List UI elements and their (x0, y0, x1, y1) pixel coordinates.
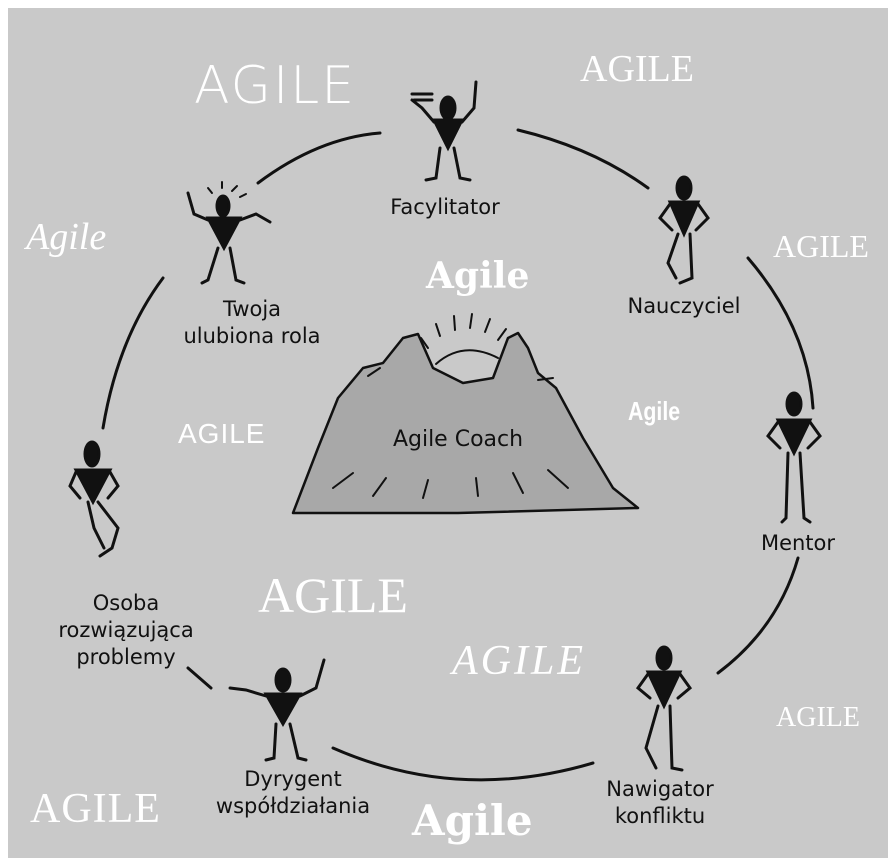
agile-word-left-small: AGILE (178, 418, 266, 449)
arc-bottom (331, 746, 595, 782)
role-line: Nawigator (606, 777, 714, 801)
figure-nawigator (635, 645, 693, 772)
figure-nauczyciel (658, 175, 710, 285)
role-line: Facylitator (390, 195, 500, 219)
agile-word-bottom-left: AGILE (30, 786, 161, 832)
figure-mentor (766, 391, 822, 524)
role-line: rozwiązująca (58, 618, 194, 642)
agile-coach-diagram: AGILE AGILE Agile AGILE Agile Agile AGIL… (8, 8, 888, 858)
role-label-twoja: Twoja ulubiona rola (183, 296, 320, 350)
agile-word-left-italic: Agile (26, 216, 107, 258)
role-label-dyrygent: Dyrygent współdziałania (216, 766, 370, 820)
role-line: ulubiona rola (183, 324, 321, 348)
role-label-nawigator: Nawigator konfliktu (606, 776, 714, 830)
role-label-facylitator: Facylitator (390, 194, 499, 221)
role-line: Osoba (92, 591, 160, 615)
figure-twoja (186, 181, 272, 285)
mountain (291, 313, 640, 515)
role-line: współdziałania (215, 794, 371, 818)
agile-word-bottom-center: AGILE (258, 567, 408, 623)
arc-left (101, 276, 165, 430)
role-line: Dyrygent (244, 767, 342, 791)
diagram-graphics (68, 80, 822, 782)
arc-top-left (256, 131, 382, 185)
role-line: Mentor (760, 531, 836, 555)
figure-facylitator (410, 80, 478, 182)
figure-dyrygent (228, 658, 326, 762)
arc-lower-left (186, 666, 213, 690)
agile-word-right-bold: Agile (628, 396, 681, 426)
agile-word-top-right: AGILE (580, 48, 694, 90)
agile-word-right: AGILE (773, 228, 869, 264)
role-line: Nauczyciel (627, 294, 741, 318)
role-line: Twoja (222, 297, 282, 321)
circle-arcs (101, 128, 815, 782)
agile-word-script: AGILE (452, 638, 586, 684)
role-label-mentor: Mentor (761, 530, 835, 557)
role-line: problemy (76, 645, 176, 669)
center-label-agile-coach: Agile Coach (392, 427, 524, 452)
agile-word-lower-right: AGILE (776, 702, 860, 733)
arc-lower-right (716, 556, 800, 675)
stick-figures (68, 80, 822, 772)
agile-word-center-bold: Agile (426, 255, 530, 297)
agile-word-bottom-bold: Agile (412, 796, 533, 845)
arc-top-right (516, 128, 650, 190)
agile-word-top-left: AGILE (194, 56, 357, 116)
arc-right (746, 256, 815, 410)
role-label-osoba: Osoba rozwiązująca problemy (58, 590, 193, 671)
figure-osoba (68, 440, 120, 558)
role-line: konfliktu (614, 804, 706, 828)
role-label-nauczyciel: Nauczyciel (627, 293, 740, 320)
